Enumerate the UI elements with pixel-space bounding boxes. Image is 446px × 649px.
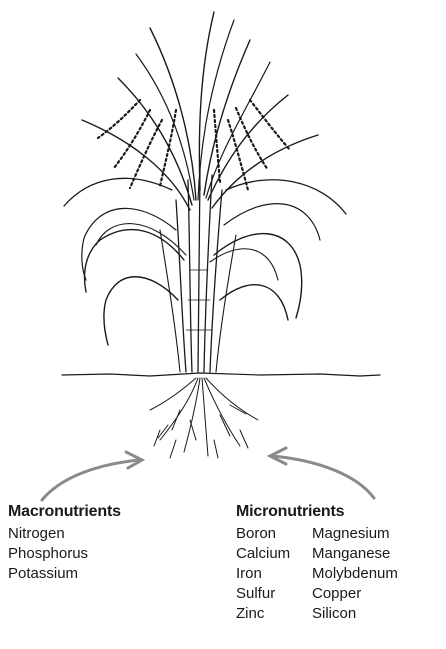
micronutrient-item: Calcium [236, 544, 312, 564]
micronutrient-item: Silicon [312, 604, 442, 624]
rice-plant-illustration [0, 0, 446, 500]
micronutrient-item: Sulfur [236, 584, 312, 604]
micronutrients-column-2: Magnesium Manganese Molybdenum Copper Si… [312, 524, 442, 624]
macronutrients-list: Nitrogen Phosphorus Potassium [8, 524, 188, 584]
micronutrients-list: Boron Calcium Iron Sulfur Zinc Magnesium… [236, 524, 446, 624]
micronutrients-block: Micronutrients Boron Calcium Iron Sulfur… [236, 503, 446, 624]
macronutrients-title: Macronutrients [8, 503, 188, 521]
micronutrient-item: Iron [236, 564, 312, 584]
micronutrients-title: Micronutrients [236, 503, 446, 521]
micronutrient-item: Zinc [236, 604, 312, 624]
macronutrient-item: Phosphorus [8, 544, 188, 564]
micronutrient-item: Copper [312, 584, 442, 604]
macronutrients-block: Macronutrients Nitrogen Phosphorus Potas… [8, 503, 188, 584]
micronutrients-column-1: Boron Calcium Iron Sulfur Zinc [236, 524, 312, 624]
macronutrient-item: Potassium [8, 564, 188, 584]
macronutrient-item: Nitrogen [8, 524, 188, 544]
micronutrient-item: Boron [236, 524, 312, 544]
micronutrient-item: Manganese [312, 544, 442, 564]
micronutrient-item: Molybdenum [312, 564, 442, 584]
micronutrient-item: Magnesium [312, 524, 442, 544]
